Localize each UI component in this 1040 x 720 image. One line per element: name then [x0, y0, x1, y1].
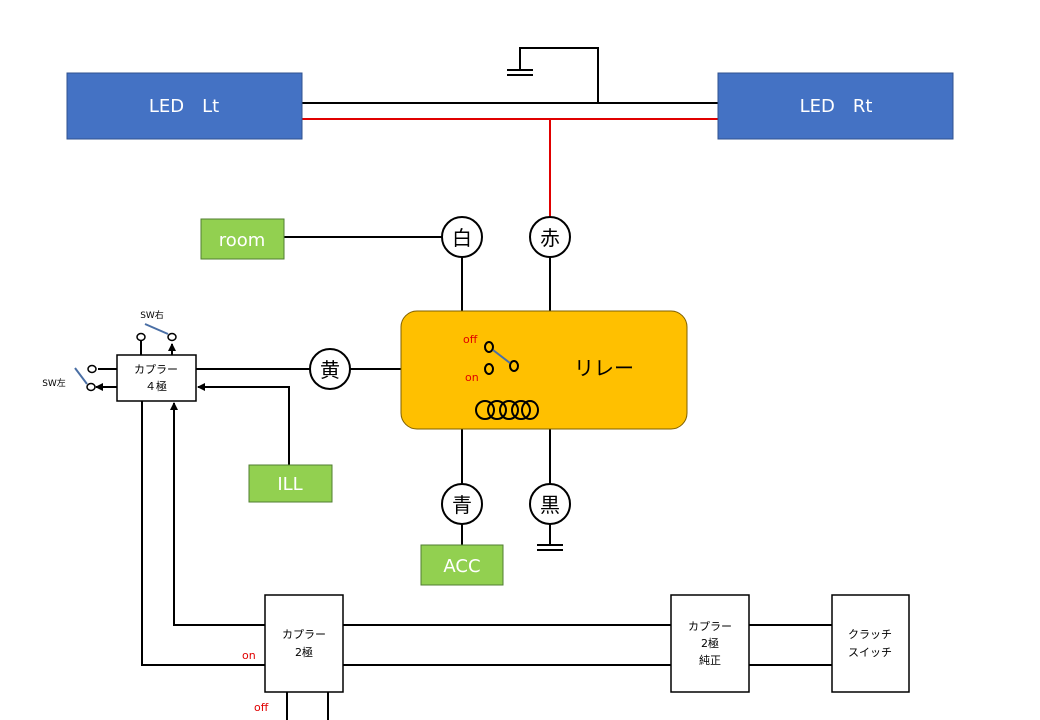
terminal-blue: 青: [441, 483, 483, 525]
terminal-yellow: 黄: [309, 348, 351, 390]
clutch-switch-line1: クラッチ: [848, 628, 892, 641]
room-block: room: [200, 218, 285, 260]
led-right-block: LED Rt: [717, 72, 954, 140]
sw-right-label: SW右: [140, 309, 164, 321]
sw-left-switch: SW左: [42, 364, 97, 392]
terminal-white: 白: [441, 216, 483, 258]
wires: [95, 47, 832, 720]
relay-on-label: on: [465, 371, 479, 384]
coupler4-to-coupler2-on-wire: [141, 401, 265, 666]
acc-block: ACC: [420, 544, 504, 586]
relay-off-label: off: [463, 333, 478, 346]
relay-label: リレー: [574, 356, 634, 380]
ill-to-coupler4-wire: [197, 383, 290, 465]
acc-label: ACC: [443, 556, 480, 577]
ground-icon: [537, 544, 563, 551]
coupler-4pole-block: カプラー ４極: [116, 354, 197, 402]
sw-right-switch: SW右: [136, 309, 177, 342]
terminal-blue-label: 青: [452, 493, 472, 517]
relay-off-contact: [484, 341, 494, 353]
room-label: room: [219, 230, 266, 251]
ill-block: ILL: [248, 464, 333, 503]
ground-symbols: [507, 69, 563, 551]
coupler-2pole-on-label: on: [242, 649, 256, 662]
terminal-black: 黒: [529, 483, 571, 525]
coupler-genuine-line3: 純正: [699, 654, 721, 667]
relay-coil-icon: [475, 400, 539, 420]
relay-block: リレー off on: [400, 310, 688, 430]
coupler-genuine-line2: 2極: [701, 636, 719, 650]
coupler-4pole-line2: ４極: [145, 379, 167, 393]
coupler-2pole-genuine-block: カプラー 2極 純正: [670, 594, 750, 693]
clutch-switch-line2: スイッチ: [848, 646, 892, 659]
coupler-genuine-line1: カプラー: [688, 620, 732, 633]
relay-on-contact: [484, 363, 494, 375]
terminal-white-label: 白: [452, 226, 472, 250]
terminal-black-label: 黒: [540, 493, 560, 517]
ill-label: ILL: [277, 474, 302, 495]
relay-common-contact: [509, 360, 519, 372]
ground-riser-wire: [519, 47, 599, 103]
clutch-switch-block: クラッチ スイッチ: [831, 594, 910, 693]
sw-left-label: SW左: [42, 377, 66, 389]
coupler2-to-coupler4-wire: [170, 402, 265, 626]
coupler-2pole-line1: カプラー: [282, 628, 326, 641]
sw-right-lever: [144, 323, 169, 335]
coupler-2pole-block: カプラー 2極 on off: [242, 594, 344, 714]
led-right-label: LED Rt: [800, 96, 873, 117]
relay-switch-arm: [492, 349, 511, 364]
led-left-block: LED Lt: [66, 72, 303, 140]
red-wires: [302, 118, 718, 217]
sw-left-lever: [74, 367, 88, 385]
coupler-2pole-off-label: off: [254, 701, 269, 714]
ground-icon: [507, 69, 533, 76]
coupler-2pole-line2: 2極: [295, 645, 313, 659]
terminal-red-label: 赤: [540, 226, 560, 250]
coupler-4pole-line1: カプラー: [134, 363, 178, 376]
terminal-yellow-label: 黄: [320, 358, 340, 382]
terminal-red: 赤: [529, 216, 571, 258]
led-left-label: LED Lt: [149, 96, 219, 117]
